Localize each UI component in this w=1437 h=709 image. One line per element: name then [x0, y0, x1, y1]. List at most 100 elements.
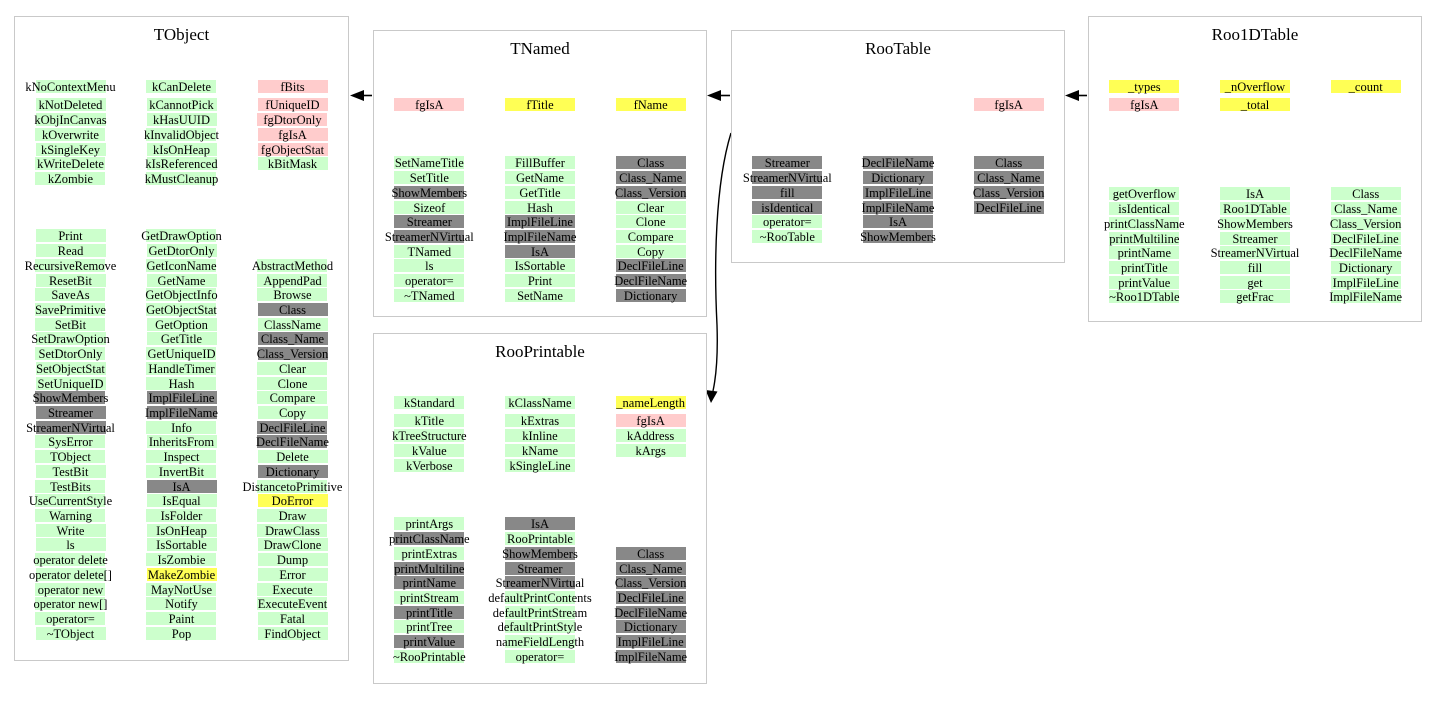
item-label-declfilename[interactable]: DeclFileName — [256, 435, 329, 450]
item-label-printclassname[interactable]: printClassName — [389, 532, 470, 547]
item-label-clear[interactable]: Clear — [637, 200, 665, 215]
item-label-print[interactable]: Print — [58, 229, 83, 244]
item-label-ktreestructure[interactable]: kTreeStructure — [392, 429, 467, 444]
item-label-setdtoronly[interactable]: SetDtorOnly — [38, 347, 103, 362]
item-label-copy[interactable]: Copy — [278, 405, 307, 420]
item-label-printname[interactable]: printName — [402, 576, 457, 591]
item-label-gettitle[interactable]: GetTitle — [519, 185, 561, 200]
item-label-kisreferenced[interactable]: kIsReferenced — [145, 157, 218, 172]
item-label-isa[interactable]: IsA — [530, 517, 550, 532]
item-label-isequal[interactable]: IsEqual — [162, 494, 201, 509]
item-label-classname[interactable]: ClassName — [264, 317, 321, 332]
item-label-execute[interactable]: Execute — [272, 582, 313, 597]
item-label-getobjectstat[interactable]: GetObjectStat — [146, 302, 217, 317]
item-label-implfilename[interactable]: ImplFileName — [1329, 290, 1403, 305]
item-label-setbit[interactable]: SetBit — [54, 317, 87, 332]
item-label-abstractmethod[interactable]: AbstractMethod — [251, 258, 334, 273]
item-label-defaultprintstream[interactable]: defaultPrintStream — [492, 605, 588, 620]
item-label-saveprimitive[interactable]: SavePrimitive — [35, 302, 106, 317]
class-title-tobject[interactable]: TObject — [153, 25, 210, 44]
item-label-streamer[interactable]: Streamer — [764, 156, 810, 171]
item-label-fgisa[interactable]: fgIsA — [1130, 98, 1159, 113]
item-label-warning[interactable]: Warning — [49, 509, 92, 524]
item-label-browse[interactable]: Browse — [273, 288, 312, 303]
item-label-showmembers[interactable]: ShowMembers — [860, 229, 936, 244]
item-label-printmultiline[interactable]: printMultiline — [1109, 231, 1180, 246]
item-label-ksingleline[interactable]: kSingleLine — [509, 458, 571, 473]
item-label-declfilename[interactable]: DeclFileName — [614, 605, 688, 620]
item-label-notify[interactable]: Notify — [165, 597, 198, 612]
item-label-streamernvirtual[interactable]: StreamerNVirtual — [1210, 246, 1300, 261]
item-label-ftitle[interactable]: fTitle — [526, 98, 554, 113]
item-label-class-name[interactable]: Class_Name — [619, 171, 683, 186]
item-label-operator[interactable]: operator= — [762, 215, 812, 230]
item-label-implfilename[interactable]: ImplFileName — [614, 649, 688, 664]
item-label-inspect[interactable]: Inspect — [163, 450, 200, 465]
item-label-declfilename[interactable]: DeclFileName — [861, 156, 935, 171]
item-label-drawclass[interactable]: DrawClass — [265, 523, 320, 538]
class-title-tnamed[interactable]: TNamed — [510, 39, 570, 58]
item-label-implfileline[interactable]: ImplFileLine — [148, 391, 215, 406]
item-label-operator[interactable]: operator= — [515, 649, 565, 664]
item-label-streamernvirtual[interactable]: StreamerNVirtual — [26, 420, 115, 435]
item-label-knocontextmenu[interactable]: kNoContextMenu — [25, 80, 116, 95]
item-label-operator-new[interactable]: operator new — [37, 582, 104, 597]
item-label-total[interactable]: _total — [1240, 98, 1270, 113]
item-label-declfilename[interactable]: DeclFileName — [614, 274, 688, 289]
item-label-tnamed[interactable]: ~TNamed — [404, 288, 455, 303]
item-label-koverwrite[interactable]: kOverwrite — [42, 127, 99, 142]
item-label-kvalue[interactable]: kValue — [411, 443, 447, 458]
item-label-isidentical[interactable]: isIdentical — [761, 200, 814, 215]
item-label-isa[interactable]: IsA — [172, 479, 191, 494]
item-label-makezombie[interactable]: MakeZombie — [147, 567, 216, 582]
item-label-isonheap[interactable]: IsOnHeap — [156, 523, 207, 538]
item-label-defaultprintcontents[interactable]: defaultPrintContents — [488, 590, 592, 605]
item-label-setname[interactable]: SetName — [517, 288, 563, 303]
item-label-kaddress[interactable]: kAddress — [627, 429, 675, 444]
item-label-maynotuse[interactable]: MayNotUse — [150, 582, 213, 597]
item-label-implfilename[interactable]: ImplFileName — [145, 405, 218, 420]
item-label-kinvalidobject[interactable]: kInvalidObject — [144, 127, 219, 142]
item-label-streamernvirtual[interactable]: StreamerNVirtual — [384, 229, 474, 244]
item-label-getname[interactable]: GetName — [516, 171, 564, 186]
item-label-knotdeleted[interactable]: kNotDeleted — [38, 98, 103, 113]
item-label-printstream[interactable]: printStream — [399, 590, 459, 605]
item-label-get[interactable]: get — [1247, 275, 1263, 290]
item-label-pop[interactable]: Pop — [171, 626, 192, 641]
item-label-clone[interactable]: Clone — [635, 215, 666, 230]
item-label-paint[interactable]: Paint — [168, 612, 195, 627]
item-label-kzombie[interactable]: kZombie — [47, 171, 94, 186]
item-label-declfileline[interactable]: DeclFileLine — [617, 259, 684, 274]
item-label-isfolder[interactable]: IsFolder — [160, 509, 203, 524]
item-label-namelength[interactable]: _nameLength — [616, 396, 686, 411]
item-label-isa[interactable]: IsA — [1245, 187, 1265, 202]
item-label-handletimer[interactable]: HandleTimer — [148, 361, 215, 376]
item-label-printtitle[interactable]: printTitle — [405, 605, 453, 620]
item-label-tobject[interactable]: TObject — [50, 450, 91, 465]
item-label-operator[interactable]: operator= — [404, 274, 454, 289]
item-label-fgdtoronly[interactable]: fgDtorOnly — [263, 113, 322, 128]
item-label-kcannotpick[interactable]: kCannotPick — [149, 98, 214, 113]
item-label-kstandard[interactable]: kStandard — [403, 396, 455, 411]
item-label-fgisa[interactable]: fgIsA — [415, 98, 444, 113]
item-label-printvalue[interactable]: printValue — [1118, 275, 1171, 290]
item-label-sizeof[interactable]: Sizeof — [413, 200, 446, 215]
item-label-printtitle[interactable]: printTitle — [1120, 260, 1168, 275]
class-title-rootable[interactable]: RooTable — [865, 39, 931, 58]
item-label-printargs[interactable]: printArgs — [405, 517, 454, 532]
item-label-printextras[interactable]: printExtras — [401, 546, 458, 561]
item-label-iszombie[interactable]: IsZombie — [157, 553, 206, 568]
item-label-ls[interactable]: ls — [66, 538, 75, 553]
item-label-kargs[interactable]: kArgs — [635, 443, 666, 458]
item-label-kextras[interactable]: kExtras — [520, 414, 560, 429]
item-label-gettitle[interactable]: GetTitle — [160, 332, 203, 347]
item-label-clone[interactable]: Clone — [277, 376, 308, 391]
item-label-geticonname[interactable]: GetIconName — [146, 258, 217, 273]
item-label-getoverflow[interactable]: getOverflow — [1112, 187, 1176, 202]
item-label-declfileline[interactable]: DeclFileLine — [975, 200, 1042, 215]
item-label-isidentical[interactable]: isIdentical — [1118, 202, 1171, 217]
item-label-findobject[interactable]: FindObject — [264, 626, 321, 641]
item-label-issortable[interactable]: IsSortable — [156, 538, 207, 553]
item-label-dictionary[interactable]: Dictionary — [871, 171, 925, 186]
item-label-showmembers[interactable]: ShowMembers — [32, 391, 109, 406]
